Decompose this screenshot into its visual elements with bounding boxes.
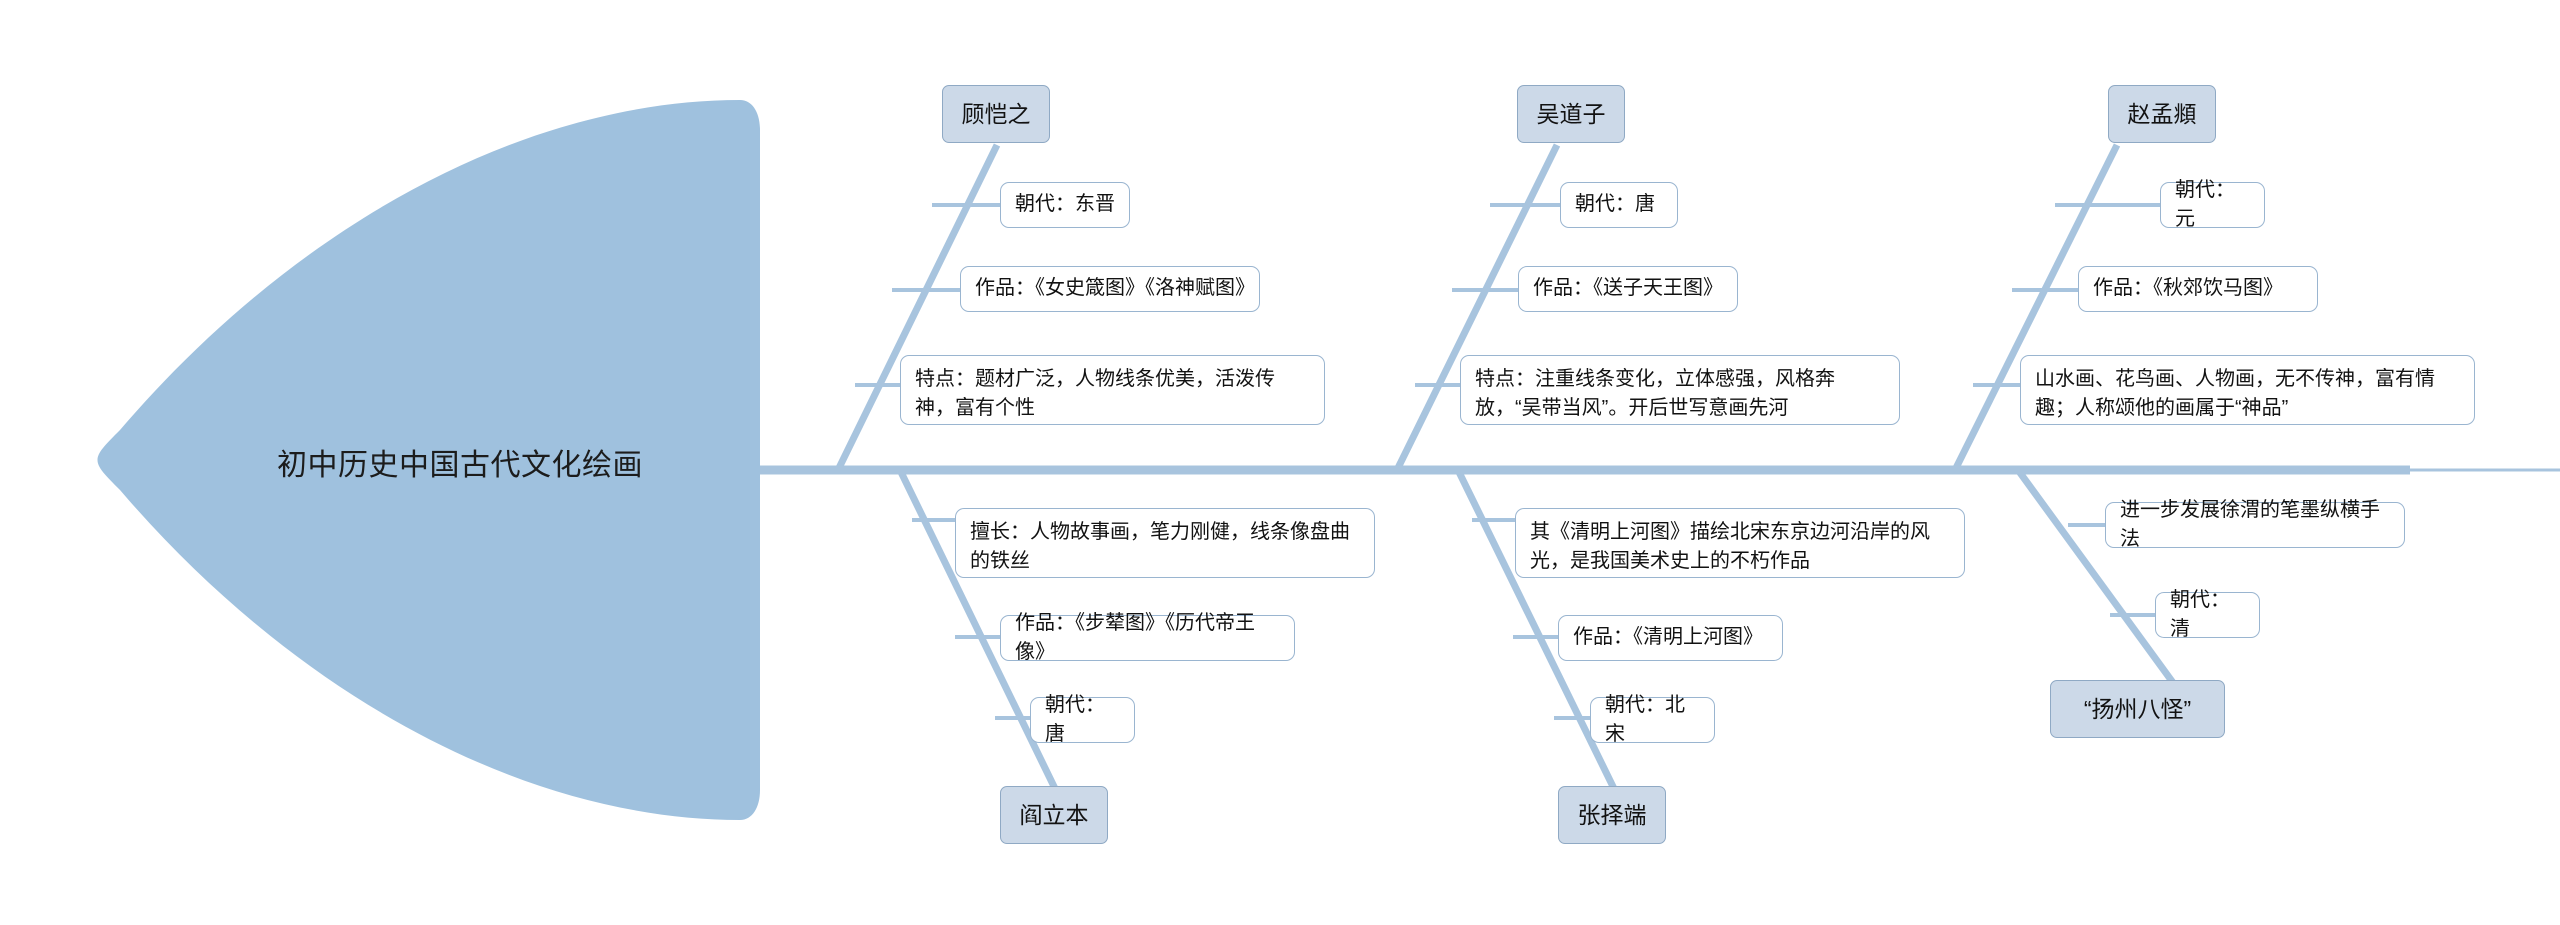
leaf-node-gu-works[interactable]: 作品：《女史箴图》《洛神赋图》 xyxy=(960,266,1260,312)
category-node-gu-kaizhi[interactable]: 顾恺之 xyxy=(942,85,1050,143)
leaf-node-zhang-works[interactable]: 作品：《清明上河图》 xyxy=(1558,615,1783,661)
leaf-node-zhao-note[interactable]: 山水画、花鸟画、人物画，无不传神，富有情趣；人称颂他的画属于“神品” xyxy=(2020,355,2475,425)
category-node-zhao-mengfu[interactable]: 赵孟頫 xyxy=(2108,85,2216,143)
fish-head-shape xyxy=(97,100,760,820)
leaf-node-gu-dynasty[interactable]: 朝代：东晋 xyxy=(1000,182,1130,228)
leaf-node-zhao-works[interactable]: 作品：《秋郊饮马图》 xyxy=(2078,266,2318,312)
leaf-node-yan-dynasty[interactable]: 朝代：唐 xyxy=(1030,694,1135,745)
fish-head-path xyxy=(97,100,760,820)
leaf-node-yzbg-dynasty[interactable]: 朝代：清 xyxy=(2155,589,2260,640)
category-node-zhang-zeduan[interactable]: 张择端 xyxy=(1558,786,1666,844)
leaf-node-zhang-dynasty[interactable]: 朝代：北宋 xyxy=(1590,694,1715,745)
category-node-yan-liben[interactable]: 阎立本 xyxy=(1000,786,1108,844)
leaf-node-yan-works[interactable]: 作品：《步辇图》《历代帝王像》 xyxy=(1000,612,1295,663)
leaf-node-wu-dynasty[interactable]: 朝代：唐 xyxy=(1560,182,1678,228)
category-node-yangzhou-bagui[interactable]: “扬州八怪” xyxy=(2050,680,2225,738)
leaf-node-yan-skill[interactable]: 擅长：人物故事画，笔力刚健，线条像盘曲的铁丝 xyxy=(955,508,1375,578)
category-node-wu-daozi[interactable]: 吴道子 xyxy=(1517,85,1625,143)
leaf-node-zhang-note[interactable]: 其《清明上河图》描绘北宋东京边河沿岸的风光，是我国美术史上的不朽作品 xyxy=(1515,508,1965,578)
leaf-node-wu-features[interactable]: 特点：注重线条变化，立体感强，风格奔放，“吴带当风”。开后世写意画先河 xyxy=(1460,355,1900,425)
leaf-node-wu-works[interactable]: 作品：《送子天王图》 xyxy=(1518,266,1738,312)
leaf-node-zhao-dynasty[interactable]: 朝代：元 xyxy=(2160,179,2265,230)
leaf-node-yzbg-note[interactable]: 进一步发展徐渭的笔墨纵横手法 xyxy=(2105,499,2405,550)
leaf-node-gu-features[interactable]: 特点：题材广泛，人物线条优美，活泼传神，富有个性 xyxy=(900,355,1325,425)
center-topic-label: 初中历史中国古代文化绘画 xyxy=(277,449,643,482)
